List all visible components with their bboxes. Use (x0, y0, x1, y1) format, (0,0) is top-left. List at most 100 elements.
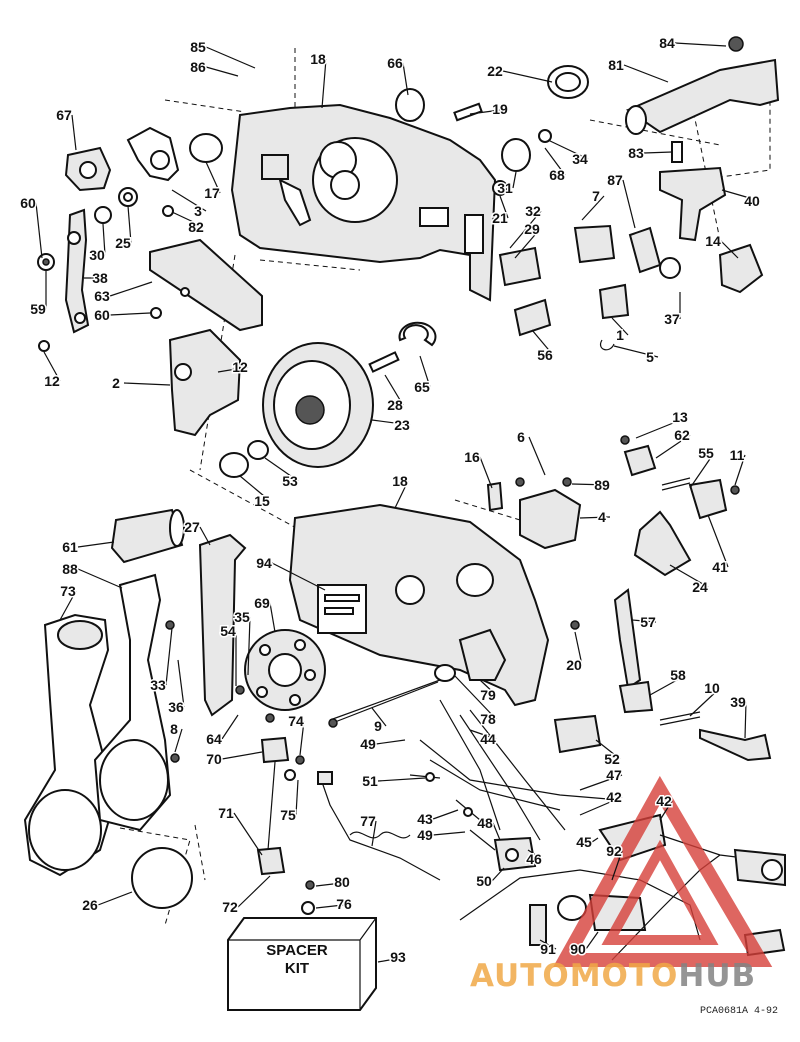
spacer-kit-box (227, 917, 377, 1011)
callout-3: 3 (194, 203, 202, 219)
callout-61: 61 (62, 539, 78, 555)
callout-89: 89 (594, 477, 610, 493)
callout-1: 1 (616, 327, 624, 343)
callout-11: 11 (730, 447, 745, 463)
leader-line-39 (744, 701, 747, 739)
callout-6: 6 (517, 429, 525, 445)
leader-line-71 (233, 812, 263, 856)
callout-9: 9 (374, 718, 382, 734)
callout-54: 54 (220, 623, 236, 639)
callout-73: 73 (60, 583, 76, 599)
callout-42: 42 (606, 789, 622, 805)
callout-94: 94 (256, 555, 272, 571)
callout-86: 86 (190, 59, 206, 75)
trim-harness-77 (317, 771, 441, 881)
watermark-brand-part2: HUB (678, 958, 757, 994)
callout-47: 47 (606, 767, 622, 783)
callout-12: 12 (44, 373, 60, 389)
callout-90: 90 (570, 941, 586, 957)
leader-line-45 (591, 837, 599, 843)
callout-18: 18 (310, 51, 326, 67)
leader-line-29 (514, 228, 541, 259)
leader-line-46 (527, 849, 543, 860)
leader-line-15 (239, 475, 271, 502)
leader-line-69 (269, 602, 276, 633)
leader-line-65 (419, 355, 431, 388)
callout-34: 34 (572, 151, 588, 167)
watermark-brand-part1: AUTOMOTO (470, 958, 679, 994)
leader-line-2 (123, 382, 171, 386)
callout-35: 35 (234, 609, 250, 625)
callout-31: 31 (497, 180, 513, 196)
callout-44: 44 (480, 731, 496, 747)
leader-line-34 (547, 139, 589, 160)
callout-93: 93 (390, 949, 406, 965)
leader-line-16 (479, 456, 493, 489)
seal-ring-26 (131, 847, 193, 909)
spacer-kit-line2: KIT (284, 960, 310, 977)
leader-line-58 (649, 674, 687, 696)
leader-line-92 (611, 850, 623, 881)
callout-19: 19 (492, 101, 508, 117)
callout-46: 46 (526, 851, 542, 867)
leader-line-17 (205, 161, 221, 194)
leader-line-67 (71, 114, 77, 151)
leader-line-28 (384, 374, 404, 406)
top-right-bushings (395, 65, 589, 196)
leader-line-43 (432, 809, 459, 820)
leader-line-57 (631, 619, 657, 623)
callout-51: 51 (362, 773, 378, 789)
figure-code: PCA0681A 4-92 (700, 1006, 779, 1017)
leader-line-42 (659, 800, 673, 821)
leader-line-10 (689, 687, 721, 717)
callout-5: 5 (646, 349, 654, 365)
callout-30: 30 (89, 247, 105, 263)
callout-91: 91 (540, 941, 556, 957)
callout-53: 53 (282, 473, 298, 489)
leader-line-18 (394, 480, 409, 509)
leader-line-70 (221, 751, 263, 760)
callout-81: 81 (608, 57, 624, 73)
leader-line-11 (734, 454, 746, 486)
switch-parts-right (498, 224, 764, 351)
callout-79: 79 (480, 687, 496, 703)
leader-line-21 (499, 195, 509, 219)
leader-line-13 (635, 416, 689, 439)
leader-line-89 (571, 483, 611, 486)
shift-link-3 (126, 126, 180, 182)
leader-line-27 (199, 526, 211, 546)
leader-line-18 (321, 58, 327, 109)
detent-plate-69 (244, 629, 326, 711)
leader-line-41 (707, 514, 729, 568)
bracket-40 (659, 141, 727, 242)
callout-56: 56 (537, 347, 553, 363)
leader-line-52 (595, 739, 621, 760)
leader-line-66 (402, 62, 409, 96)
leader-line-94 (271, 562, 326, 591)
spacer-kit-line1: SPACER (266, 942, 328, 959)
leader-line-35 (247, 616, 251, 676)
leader-line-87 (622, 179, 636, 229)
watermark-brand: AUTOMOTOHUB (470, 958, 756, 994)
leader-line-19 (469, 108, 509, 115)
leader-line-82 (171, 211, 205, 228)
callout-23: 23 (394, 417, 410, 433)
callout-71: 71 (218, 805, 234, 821)
callout-21: 21 (492, 210, 508, 226)
key-switch-50 (493, 836, 537, 872)
leader-line-33 (165, 627, 173, 686)
leader-line-80 (315, 881, 351, 887)
leader-line-1 (611, 317, 629, 336)
callout-33: 33 (150, 677, 166, 693)
leader-line-26 (97, 891, 133, 906)
callout-36: 36 (168, 699, 184, 715)
leader-line-14 (720, 240, 739, 259)
spacer-kit-label: SPACER KIT (230, 942, 364, 978)
neutral-lock-bar-27 (198, 533, 247, 717)
leader-line-36 (177, 659, 185, 708)
leader-line-56 (531, 329, 554, 356)
leader-line-31 (512, 171, 517, 189)
callout-20: 20 (566, 657, 582, 673)
bushings-15-53-65 (219, 321, 437, 478)
